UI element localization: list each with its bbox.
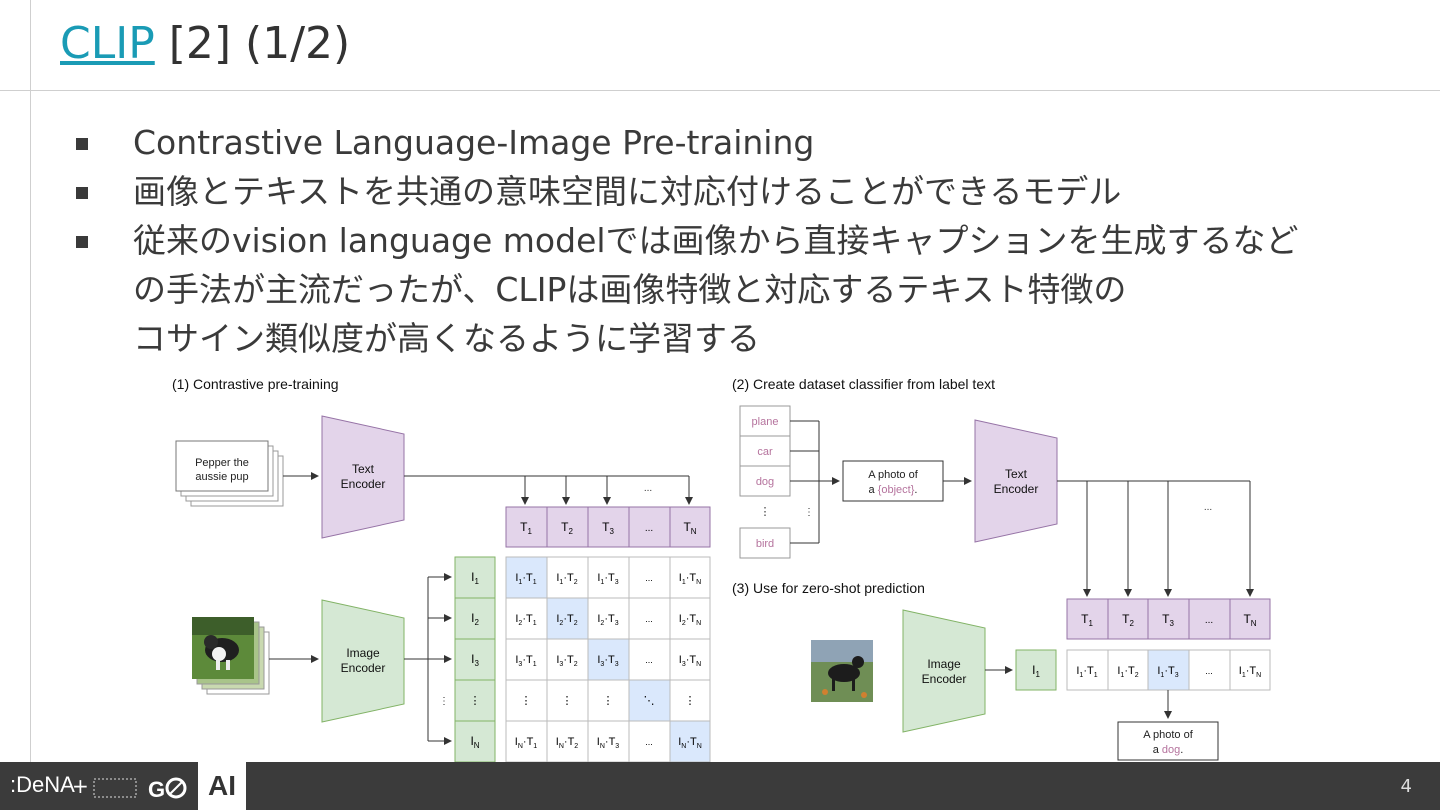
svg-text:I1: I1 [471, 570, 479, 586]
dena-logo-text: DeNA [16, 772, 75, 797]
bullet-item: 従来のvision language modelでは画像から直接キャプションを生… [70, 216, 1410, 265]
label-bird: bird [756, 538, 774, 550]
svg-text:A photo of: A photo of [1143, 729, 1193, 741]
section1-title: (1) Contrastive pre-training [172, 376, 339, 392]
dena-logo: :DeNA [10, 772, 75, 798]
similarity-matrix-1: I1·T1 I1·T2 I1·T3 ... I1·TN I2·T1 I2·T2 … [505, 556, 711, 763]
text-feature-row-1: T1 T2 T3 ... TN [505, 506, 711, 548]
svg-text:⋮: ⋮ [804, 507, 814, 518]
svg-text:I3: I3 [471, 652, 479, 668]
text-feature-row-2: T1 T2 T3 ... TN [1066, 598, 1271, 640]
svg-text:⋮: ⋮ [603, 695, 614, 707]
dena-colon: : [10, 772, 17, 797]
svg-text:⋮: ⋮ [562, 695, 573, 707]
svg-text:⋮: ⋮ [685, 695, 696, 707]
svg-text:...: ... [645, 523, 653, 534]
label-car: car [757, 446, 773, 458]
bullet-continuation: の手法が主流だったが、CLIPは画像特徴と対応するテキスト特徴の [70, 265, 1410, 314]
ai-badge: AI [198, 762, 246, 810]
svg-text:Encoder: Encoder [922, 672, 967, 686]
svg-text:A photo of: A photo of [868, 469, 918, 481]
svg-text:⋮: ⋮ [470, 695, 481, 707]
svg-text:...: ... [645, 614, 653, 624]
svg-text:...: ... [645, 737, 653, 747]
section3-title: (3) Use for zero-shot prediction [732, 580, 925, 596]
svg-text:IN: IN [470, 734, 479, 750]
svg-text:Encoder: Encoder [341, 661, 386, 675]
svg-text:I1: I1 [1032, 663, 1040, 679]
image-feature-column-1: I1 I2 I3 ⋮ IN [454, 556, 496, 763]
svg-text:Encoder: Encoder [994, 482, 1039, 496]
similarity-row-3: I1·T1 I1·T2 I1·T3 ... I1·TN [1066, 649, 1271, 691]
svg-text:a {object}.: a {object}. [869, 484, 918, 496]
dog-image-stack [192, 617, 270, 695]
section2-title: (2) Create dataset classifier from label… [732, 376, 995, 392]
label-list: plane car dog ⋮ bird [739, 405, 791, 559]
svg-text:...: ... [644, 483, 652, 494]
text-input-line2: aussie pup [195, 471, 248, 483]
svg-text:...: ... [1205, 615, 1213, 626]
plus-sign: + [72, 774, 89, 798]
image-encoder-3: Image Encoder [902, 609, 986, 733]
svg-text:Text: Text [1005, 467, 1028, 481]
svg-text:Text: Text [352, 462, 375, 476]
label-plane: plane [752, 416, 779, 428]
bullet-list: Contrastive Language-Image Pre-training … [70, 118, 1410, 363]
bullet-text: コサイン類似度が高くなるように学習する [133, 319, 760, 358]
text-input-line1: Pepper the [195, 457, 249, 469]
bullet-square-icon [76, 236, 88, 248]
image-encoder-1: Image Encoder [321, 599, 405, 723]
clip-diagram: (1) Contrastive pre-training (2) Create … [160, 370, 1280, 763]
svg-text:...: ... [645, 655, 653, 665]
zero-shot-dog-photo [811, 640, 873, 702]
bullet-text: Contrastive Language-Image Pre-training [133, 123, 815, 162]
title-divider [0, 90, 1440, 91]
svg-text:⋱: ⋱ [644, 695, 655, 707]
svg-text:a dog.: a dog. [1153, 744, 1184, 756]
text-encoder-1: Text Encoder [321, 415, 405, 539]
bullet-text: 従来のvision language modelでは画像から直接キャプションを生… [133, 221, 1299, 260]
left-divider [30, 0, 31, 762]
slide-title: CLIP [2] (1/2) [60, 14, 350, 74]
prompt-template-box: A photo of a {object}. [842, 460, 944, 502]
go-logo: G [93, 777, 187, 800]
bullet-square-icon [76, 187, 88, 199]
bullet-square-icon [76, 138, 88, 150]
title-rest: [2] (1/2) [154, 18, 351, 69]
label-dog: dog [756, 476, 774, 488]
svg-text:G: G [148, 777, 165, 800]
image-feature-3: I1 [1015, 649, 1057, 691]
bullet-item: Contrastive Language-Image Pre-training [70, 118, 1410, 167]
text-input-stack: Pepper the aussie pup [175, 440, 284, 507]
text-encoder-2: Text Encoder [974, 419, 1058, 543]
svg-text:Image: Image [927, 657, 961, 671]
clip-link[interactable]: CLIP [60, 18, 155, 69]
svg-text:...: ... [645, 573, 653, 583]
svg-text:⋮: ⋮ [521, 695, 532, 707]
bullet-text: 画像とテキストを共通の意味空間に対応付けることができるモデル [133, 172, 1122, 211]
svg-text:⋮: ⋮ [760, 506, 771, 518]
footer-bar: :DeNA + G AI 4 [0, 762, 1440, 810]
bullet-text: の手法が主流だったが、CLIPは画像特徴と対応するテキスト特徴の [133, 270, 1127, 309]
svg-text:Image: Image [346, 646, 380, 660]
bullet-continuation: コサイン類似度が高くなるように学習する [70, 314, 1410, 363]
svg-text:Encoder: Encoder [341, 477, 386, 491]
svg-text:I2: I2 [471, 611, 479, 627]
svg-text:⋮: ⋮ [439, 696, 449, 707]
svg-text:...: ... [1204, 502, 1212, 513]
page-number: 4 [1400, 776, 1412, 797]
bullet-item: 画像とテキストを共通の意味空間に対応付けることができるモデル [70, 167, 1410, 216]
ai-label: AI [208, 770, 236, 801]
prediction-result-box: A photo of a dog. [1117, 721, 1219, 761]
svg-text:...: ... [1205, 666, 1213, 676]
